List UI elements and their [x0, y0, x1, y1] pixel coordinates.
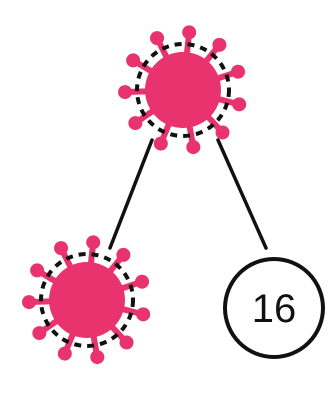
virus-spike-knob [57, 346, 72, 361]
virus-spike-knob [212, 37, 227, 52]
edge-root-left [108, 138, 154, 250]
virus-spike-knob [30, 263, 45, 278]
virus-spike-knob [182, 25, 197, 40]
virus-spike-knob [119, 335, 134, 350]
virus-spike-knob [215, 125, 230, 140]
virus-spike-knob [150, 31, 165, 46]
virus-spike-knob [86, 235, 101, 250]
virus-spike-knob [126, 53, 141, 68]
virus-icon [22, 235, 151, 365]
virus-spike-knob [186, 140, 201, 155]
virus-spike-knob [135, 274, 150, 289]
virus-body [49, 262, 125, 338]
root-node [118, 25, 247, 155]
virus-spike-knob [54, 241, 69, 256]
virus-spike-knob [232, 97, 247, 112]
virus-spike-knob [128, 116, 143, 131]
virus-spike-knob [231, 64, 246, 79]
virus-outline [39, 252, 135, 348]
virus-spike-knob [90, 350, 105, 365]
node-value: 16 [252, 287, 297, 331]
right-child-node: 16 [223, 257, 325, 359]
edge-root-right [216, 138, 268, 250]
virus-spike-knob [116, 247, 131, 262]
virus-spike-knob [118, 85, 133, 100]
virus-outline [135, 42, 231, 138]
virus-spike-knob [22, 295, 37, 310]
left-child-node [22, 235, 151, 365]
virus-spike-knob [32, 326, 47, 341]
virus-spike-knob [136, 307, 151, 322]
virus-body [145, 52, 221, 128]
virus-spike-knob [153, 136, 168, 151]
node-circle [223, 257, 325, 359]
virus-icon [118, 25, 247, 155]
